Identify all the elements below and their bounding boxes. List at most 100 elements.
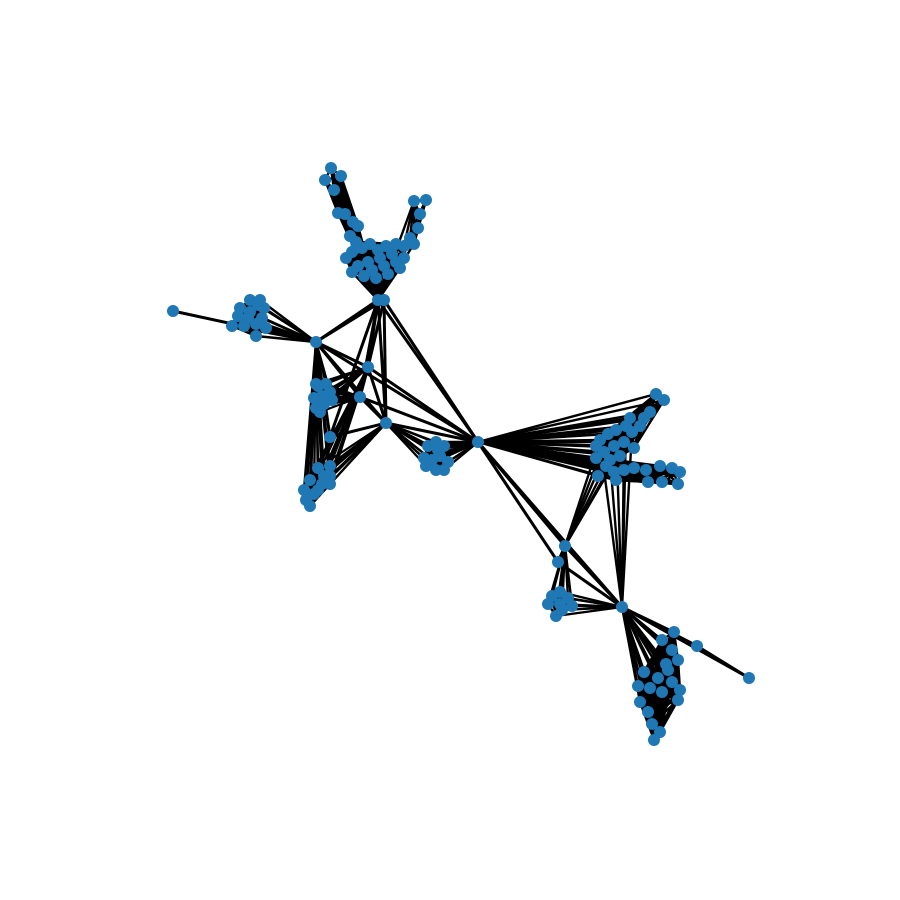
cluster-lower-right-node <box>666 644 678 656</box>
cluster-right-upper-hub-edge <box>476 416 632 444</box>
link-conn-a-conn-b <box>366 365 388 425</box>
cluster-right-upper-node <box>590 440 602 452</box>
cluster-top-node <box>358 270 370 282</box>
hub-lower-right-node <box>616 601 628 613</box>
conn-b-node <box>380 417 392 429</box>
cluster-left-low-node <box>312 484 324 496</box>
cluster-right-mid-node <box>550 610 562 622</box>
link-hub-mid-right-hub-lower-right <box>563 544 624 609</box>
cluster-right-upper-node <box>638 412 650 424</box>
cluster-lower-right-node <box>660 658 672 670</box>
cluster-top-arm-right-node <box>420 194 432 206</box>
cluster-left-mid-node <box>310 378 322 390</box>
cluster-top-arm-left-node <box>352 220 364 232</box>
link-conn-f-hub-lower-right <box>556 560 624 609</box>
cluster-far-left-node <box>244 294 256 306</box>
cluster-far-left-node <box>254 294 266 306</box>
conn-e-node <box>378 294 390 306</box>
cluster-right-arm-node <box>610 474 622 486</box>
cluster-top-arm-left-node <box>335 170 347 182</box>
link-hub-lower-right-tail-right <box>620 605 751 680</box>
cluster-left-mid-node <box>314 406 326 418</box>
cluster-left-mid-node <box>308 392 320 404</box>
cluster-right-upper-node <box>624 412 636 424</box>
cluster-top-node <box>382 268 394 280</box>
cluster-top-arm-left-node <box>325 162 337 174</box>
cluster-lower-right-node <box>644 682 656 694</box>
cluster-right-upper-link <box>620 430 634 609</box>
cluster-lower-right-node <box>648 734 660 746</box>
cluster-left-low-node <box>304 474 316 486</box>
cluster-far-left-node <box>232 310 244 322</box>
cluster-right-mid-node <box>566 600 578 612</box>
cluster-far-left-node <box>250 318 262 330</box>
link-conn-b-conn-c <box>358 395 388 425</box>
link-hub-left-conn-c <box>314 340 362 399</box>
cluster-far-left-node <box>226 320 238 332</box>
cluster-center-low-node <box>442 456 454 468</box>
cluster-top-arm-right-node <box>408 195 420 207</box>
cluster-lower-right-node <box>652 672 664 684</box>
cluster-far-left-node <box>250 330 262 342</box>
cluster-lower-right-node <box>632 680 644 692</box>
cluster-top-node <box>398 252 410 264</box>
cluster-right-arm-hub-edge <box>476 440 680 486</box>
cluster-right-upper-node <box>590 452 602 464</box>
cluster-right-mid-node <box>542 598 554 610</box>
cluster-right-upper-edge <box>632 398 666 450</box>
cluster-right-upper-hub-edge <box>476 392 658 444</box>
tail-left-node <box>167 305 179 317</box>
cluster-right-arm-node <box>618 464 630 476</box>
cluster-right-arm-node <box>642 476 654 488</box>
cluster-top-node <box>346 266 358 278</box>
cluster-left-low-link <box>302 421 388 492</box>
link-hub-center-conn-f <box>476 440 560 564</box>
conn-c-node <box>354 391 366 403</box>
cluster-top-arm-right-node <box>408 238 420 250</box>
link-hub-left-conn-a <box>314 340 370 369</box>
cluster-right-upper-hub-edge <box>476 440 598 448</box>
cluster-center-low-link <box>384 421 426 460</box>
cluster-right-arm-node <box>674 466 686 478</box>
cluster-top-arm-right-node <box>412 222 424 234</box>
cluster-right-mid-node <box>554 598 566 610</box>
link-hub-center-conn-b <box>384 421 480 444</box>
cluster-left-low-node <box>304 500 316 512</box>
cluster-left-low-node <box>324 470 336 482</box>
cluster-center-low-hub-edge <box>446 440 480 464</box>
cluster-right-arm-node <box>656 476 668 488</box>
cluster-right-arm-node <box>628 462 640 474</box>
conn-f-node <box>552 556 564 568</box>
cluster-far-left-node <box>260 322 272 334</box>
cluster-lower-right-node <box>646 718 658 730</box>
cluster-top-arm-left-node <box>344 230 356 242</box>
cluster-top-node <box>370 272 382 284</box>
cluster-lower-right-node <box>656 634 668 646</box>
cluster-right-upper-node <box>608 440 620 452</box>
cluster-left-low-node <box>324 460 336 472</box>
cluster-right-arm-node <box>672 478 684 490</box>
link-hub-upper-conn-d <box>328 298 380 439</box>
nodes-layer <box>167 162 755 746</box>
cluster-right-upper-node <box>658 394 670 406</box>
cluster-right-upper-node <box>618 436 630 448</box>
cluster-right-upper-hub-edge <box>476 398 666 444</box>
tail-right-b-node <box>691 640 703 652</box>
cluster-top-arm-right-node <box>398 240 410 252</box>
cluster-center-low-node <box>418 452 430 464</box>
cluster-right-mid-link <box>554 605 624 618</box>
conn-d-node <box>324 431 336 443</box>
cluster-lower-right-node <box>634 696 646 708</box>
cluster-right-arm-node <box>640 464 652 476</box>
link-hub-left-conn-d <box>314 340 332 439</box>
hub-left-node <box>310 336 322 348</box>
cluster-right-upper-node <box>614 450 626 462</box>
cluster-lower-right-node <box>668 626 680 638</box>
cluster-right-arm-node <box>654 460 666 472</box>
link-conn-e-conn-b <box>382 298 388 425</box>
cluster-lower-right-node <box>666 676 678 688</box>
cluster-right-upper-node <box>610 424 622 436</box>
link-conn-e-hub-left <box>314 298 386 344</box>
